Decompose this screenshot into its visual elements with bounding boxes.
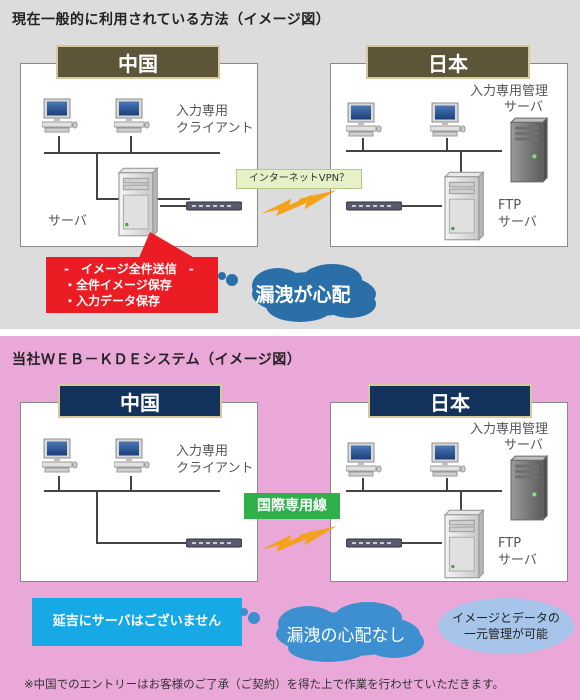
- lan-wire: [44, 152, 220, 154]
- network-hub-icon: [186, 538, 242, 548]
- lan-wire: [346, 150, 502, 152]
- desktop-pc-icon: [430, 102, 466, 138]
- lan-wire: [402, 205, 442, 207]
- footnote: ※中国でのエントリーはお客様のご了承（ご契約）を得た上で作業を行わせていただきま…: [24, 677, 504, 691]
- desktop-pc-icon: [114, 438, 150, 474]
- lan-wire: [446, 478, 448, 490]
- lan-wire: [58, 136, 60, 152]
- desktop-pc-icon: [42, 438, 78, 474]
- desktop-pc-icon: [114, 98, 150, 134]
- ftp-server-label: サーバ: [498, 553, 537, 568]
- ellipse-line: 一元管理が可能: [463, 627, 548, 641]
- section-heading: 当社ＷＥＢ－ＫＤＥシステム（イメージ図）: [12, 352, 302, 368]
- lan-wire: [362, 138, 364, 150]
- lan-wire: [160, 205, 188, 207]
- admin-server-label: サーバ: [504, 438, 543, 453]
- desktop-pc-icon: [430, 442, 466, 478]
- red-callout: - イメージ全件送信 - ・全件イメージ保存 ・入力データ保存: [46, 257, 218, 313]
- client-label: 入力専用: [176, 444, 229, 459]
- client-label: 入力専用: [176, 104, 229, 119]
- china-label: 中国: [58, 384, 222, 418]
- japan-label: 日本: [366, 45, 530, 79]
- ftp-server-label: FTP: [498, 198, 522, 213]
- no-server-notice: 延吉にサーバはございません: [32, 598, 242, 646]
- lan-wire: [44, 490, 220, 492]
- tower-server-icon: [498, 454, 558, 522]
- tower-server-icon: [440, 170, 486, 242]
- lan-wire: [96, 492, 98, 542]
- server-label: サーバ: [48, 214, 87, 229]
- ellipse-line: イメージとデータの: [452, 611, 560, 625]
- lan-wire: [58, 476, 60, 490]
- tower-server-icon: [440, 508, 486, 580]
- lightning-bolt-icon: [258, 526, 340, 554]
- callout-line: ・入力データ保存: [64, 294, 161, 308]
- lan-wire: [346, 490, 502, 492]
- lan-wire: [460, 490, 462, 512]
- japan-label: 日本: [368, 384, 532, 418]
- ftp-server-label: FTP: [498, 536, 522, 551]
- lan-wire: [446, 138, 448, 150]
- section-heading: 現在一般的に利用されている方法（イメージ図）: [12, 12, 331, 28]
- client-label: クライアント: [176, 461, 254, 476]
- callout-line: - イメージ全件送信 -: [64, 262, 194, 276]
- lan-wire: [130, 476, 132, 490]
- lan-wire: [96, 154, 98, 198]
- tower-server-icon: [114, 166, 160, 238]
- china-label: 中国: [56, 45, 220, 79]
- centralized-management-ellipse: イメージとデータの 一元管理が可能: [438, 598, 574, 654]
- admin-server-label: 入力専用管理: [470, 84, 549, 99]
- china-box: [20, 402, 258, 582]
- desktop-pc-icon: [42, 98, 78, 134]
- desktop-pc-icon: [346, 102, 382, 138]
- dedicated-line-label: 国際専用線: [244, 493, 340, 519]
- admin-server-label: サーバ: [504, 100, 543, 115]
- current-method-section: 現在一般的に利用されている方法（イメージ図） 中国 日本 入力専用 クライアント…: [0, 0, 580, 329]
- no-worry-cloud: [240, 602, 424, 662]
- network-hub-icon: [346, 538, 402, 548]
- desktop-pc-icon: [346, 442, 382, 478]
- kde-system-section: 当社ＷＥＢ－ＫＤＥシステム（イメージ図） 中国 日本 入力専用 クライアント 国…: [0, 336, 580, 700]
- lan-wire: [96, 542, 188, 544]
- lightning-bolt-icon: [258, 190, 340, 218]
- worry-cloud: [218, 264, 376, 322]
- cloud-text: 漏洩の心配なし: [286, 626, 406, 646]
- lan-wire: [130, 136, 132, 152]
- network-hub-icon: [346, 201, 402, 211]
- tower-server-icon: [498, 116, 558, 184]
- vpn-label: インターネットVPN？: [236, 169, 362, 189]
- callout-pointer: [138, 232, 198, 260]
- lan-wire: [460, 150, 462, 172]
- client-label: クライアント: [176, 121, 254, 136]
- lan-wire: [362, 478, 364, 490]
- lan-wire: [402, 542, 442, 544]
- admin-server-label: 入力専用管理: [470, 422, 549, 437]
- cloud-text: 漏洩が心配: [255, 284, 351, 306]
- ftp-server-label: サーバ: [498, 215, 537, 230]
- callout-line: ・全件イメージ保存: [64, 278, 172, 292]
- network-hub-icon: [186, 201, 242, 211]
